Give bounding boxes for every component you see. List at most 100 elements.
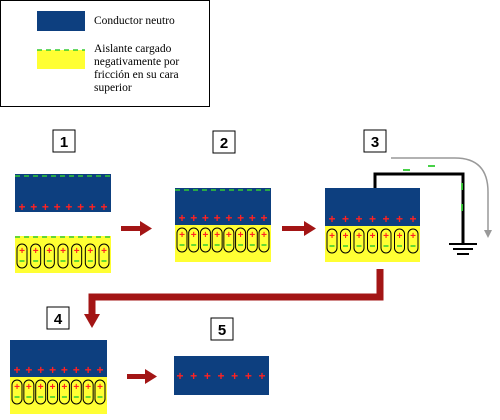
arrow-1-to-2 — [121, 221, 152, 236]
positive-charge-icon: + — [85, 382, 91, 393]
positive-charge-icon: + — [61, 363, 68, 377]
stage-3-dipoles: + + + + + + + — [326, 228, 419, 254]
positive-charge-icon: + — [410, 231, 416, 242]
positive-charge-icon: + — [50, 382, 56, 393]
stage-2: ++++++++ ++++++++ — [175, 188, 271, 262]
positive-charge-icon: + — [37, 363, 44, 377]
positive-charge-icon: + — [87, 246, 93, 257]
stage-4-conductor-positives: ++++++++ — [13, 363, 103, 377]
positive-charge-icon: + — [202, 211, 209, 225]
dipole-icon: + — [43, 243, 55, 269]
positive-charge-icon: + — [383, 231, 389, 242]
positive-charge-icon: + — [26, 382, 32, 393]
positive-charge-icon: + — [33, 246, 39, 257]
positive-charge-icon: + — [258, 369, 265, 383]
legend-frame — [0, 0, 210, 107]
positive-charge-icon: + — [342, 212, 349, 226]
positive-charge-icon: + — [73, 363, 80, 377]
positive-charge-icon: + — [396, 212, 403, 226]
stage-3: + + + + + + + + + + + + + + — [325, 157, 492, 262]
stage-3-conductor — [325, 188, 420, 226]
positive-charge-icon: + — [409, 212, 416, 226]
positive-charge-icon: + — [231, 369, 238, 383]
stage-5: +++++++ — [174, 356, 269, 395]
stage-2-insulator — [175, 225, 271, 262]
dipole-icon: + — [223, 227, 235, 253]
positive-charge-icon: + — [238, 230, 244, 241]
positive-charge-icon: + — [38, 382, 44, 393]
positive-charge-icon: + — [190, 369, 197, 383]
stage-1-conductor-positives: ++++++++ — [18, 200, 107, 214]
dipole-icon: + — [82, 379, 94, 405]
legend-conductor-label: Conductor neutro — [94, 15, 175, 27]
positive-charge-icon: + — [190, 211, 197, 225]
dipole-icon: + — [23, 379, 35, 405]
positive-charge-icon: + — [397, 231, 403, 242]
positive-charge-icon: + — [42, 200, 49, 214]
stage-3-conductor-positives: +++++++ — [328, 212, 416, 226]
positive-charge-icon: + — [343, 231, 349, 242]
positive-charge-icon: + — [60, 246, 66, 257]
legend: Conductor neutro Aislante cargado negati… — [0, 0, 210, 107]
dipole-icon: + — [188, 227, 200, 253]
step-number-4: 4 — [54, 311, 63, 328]
ground-symbol-icon — [449, 243, 477, 255]
positive-charge-icon: + — [54, 200, 61, 214]
dipole-icon: + — [407, 228, 419, 254]
dipole-icon: + — [211, 227, 223, 253]
dipole-icon: + — [199, 227, 211, 253]
positive-charge-icon: + — [245, 369, 252, 383]
positive-charge-icon: + — [100, 200, 107, 214]
stage-2-conductor — [175, 188, 271, 225]
stage-2-conductor-positives: ++++++++ — [178, 211, 267, 225]
step-number-1: 1 — [60, 134, 68, 151]
positive-charge-icon: + — [249, 230, 255, 241]
legend-conductor-swatch — [37, 11, 85, 31]
dipole-icon: + — [58, 379, 70, 405]
ground-wire — [373, 172, 465, 244]
positive-charge-icon: + — [370, 231, 376, 242]
dipole-icon: + — [235, 227, 247, 253]
arrow-4-to-5 — [127, 369, 157, 384]
stage-4-conductor — [10, 340, 107, 377]
positive-charge-icon: + — [226, 230, 232, 241]
positive-charge-icon: + — [62, 382, 68, 393]
electron-flow-arrow — [391, 157, 492, 238]
stage-4: ++++++++ ++++++++ — [10, 340, 107, 414]
positive-charge-icon: + — [13, 363, 20, 377]
stage-5-conductor — [174, 356, 269, 395]
dipole-icon: + — [258, 227, 270, 253]
positive-charge-icon: + — [382, 212, 389, 226]
dipole-icon: + — [30, 243, 42, 269]
dipole-icon: + — [70, 379, 82, 405]
positive-charge-icon: + — [96, 363, 103, 377]
legend-insulator-swatch — [37, 50, 85, 69]
dipole-icon: + — [326, 228, 338, 254]
positive-charge-icon: + — [101, 246, 107, 257]
step-box-4: 4 — [46, 306, 70, 330]
dipole-icon: + — [340, 228, 351, 254]
positive-charge-icon: + — [178, 211, 185, 225]
stage-1-dipoles: +++++++ — [16, 243, 110, 269]
stage-4-insulator — [10, 377, 107, 414]
stage-4-dipoles: ++++++++ — [11, 379, 106, 405]
positive-charge-icon: + — [204, 369, 211, 383]
positive-charge-icon: + — [49, 363, 56, 377]
positive-charge-icon: + — [191, 230, 197, 241]
dipole-icon: + — [98, 243, 110, 269]
positive-charge-icon: + — [203, 230, 209, 241]
dipole-icon: + — [84, 243, 96, 269]
positive-charge-icon: + — [225, 211, 232, 225]
positive-charge-icon: + — [217, 369, 224, 383]
arrow-2-to-3 — [282, 221, 316, 236]
positive-charge-icon: + — [329, 231, 335, 242]
positive-charge-icon: + — [356, 231, 362, 242]
positive-charge-icon: + — [237, 211, 244, 225]
positive-charge-icon: + — [74, 246, 80, 257]
legend-insulator-line-3: fricción en su cara — [94, 69, 179, 81]
stage-1-conductor — [15, 174, 111, 212]
dipole-icon: + — [11, 379, 23, 405]
legend-insulator-line-4: superior — [94, 82, 132, 94]
step-box-2: 2 — [212, 130, 236, 154]
